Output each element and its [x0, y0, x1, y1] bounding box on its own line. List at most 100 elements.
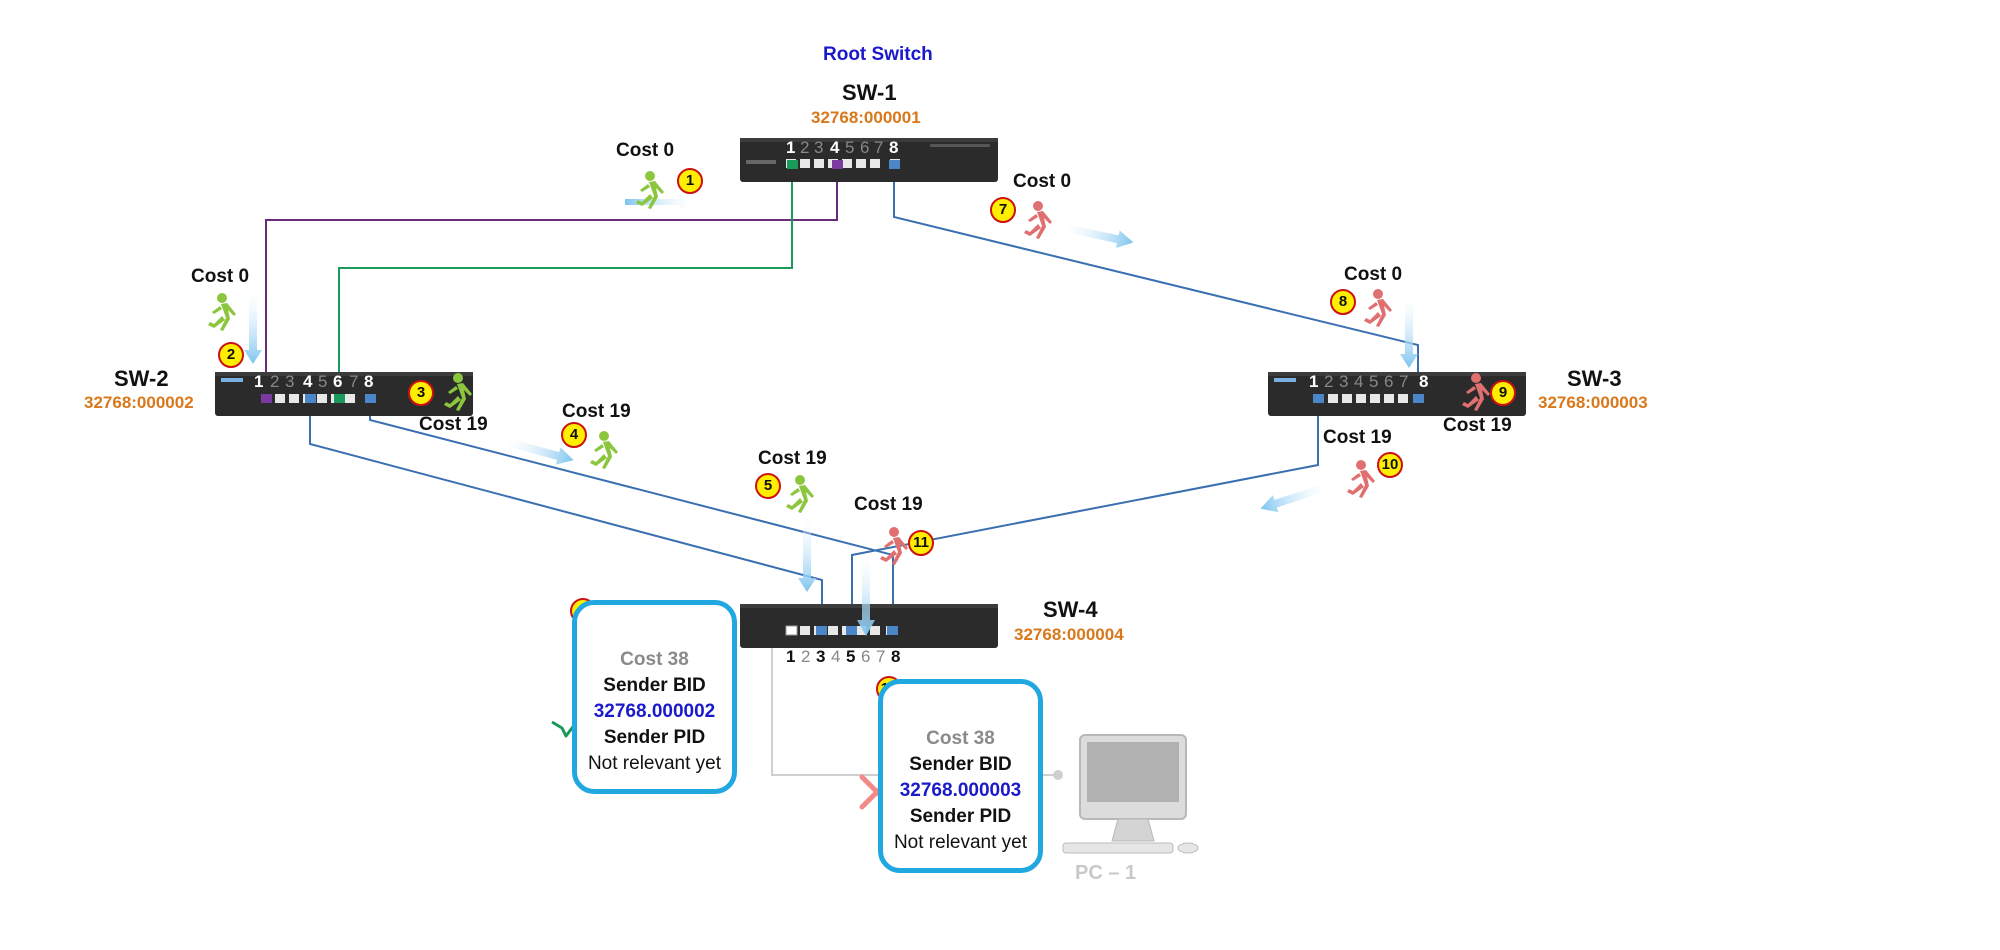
sw3-name: SW-3	[1567, 366, 1622, 391]
sender-pid-label: Sender PID	[603, 727, 706, 748]
sw4-port-3: 3	[816, 647, 826, 666]
box-cost: Cost 38	[926, 728, 995, 749]
step-badge-9: 9	[1490, 380, 1516, 406]
running-person-icon	[786, 475, 814, 513]
sw4-port-8: 8	[891, 647, 901, 666]
sw3-port-3: 3	[1339, 372, 1349, 391]
sw2-port-7: 7	[349, 372, 359, 391]
step-badge-11: 11	[908, 530, 934, 556]
link-sw1-p4-sw2-p1	[265, 165, 838, 397]
cost-label-4: Cost 19	[562, 401, 631, 422]
sw1-port-5: 5	[845, 138, 855, 157]
sw4-port-7: 7	[876, 647, 886, 666]
sw1-port-6: 6	[860, 138, 870, 157]
cost-label-7: Cost 0	[1013, 171, 1072, 192]
sw2-name: SW-2	[114, 366, 169, 391]
sw4-port-4: 4	[831, 647, 841, 666]
cost-label-3: Cost 19	[419, 414, 488, 435]
sw4-port-1: 1	[786, 647, 796, 666]
sw4-port-5: 5	[846, 647, 856, 666]
links	[265, 165, 1419, 780]
arrow-icon	[857, 556, 875, 636]
arrow-icon	[244, 290, 262, 364]
sw3-port-7: 7	[1399, 372, 1409, 391]
root-switch-label: Root Switch	[823, 44, 933, 65]
sw1-port-1: 1	[786, 138, 796, 157]
sw4-port-6: 6	[861, 647, 871, 666]
step-badge-7: 7	[990, 197, 1016, 223]
bpdu-info-box-sw3: Cost 38 Sender BID 32768.000003 Sender P…	[878, 679, 1043, 873]
sender-bid-label: Sender BID	[909, 754, 1012, 775]
bpdu-info-box-sw2: Cost 38 Sender BID 32768.000002 Sender P…	[572, 600, 737, 794]
switch-icon-sw2	[215, 372, 473, 416]
sw1-name: SW-1	[842, 80, 897, 105]
step-badge-5: 5	[755, 473, 781, 499]
sw4-port-2: 2	[801, 647, 811, 666]
sw1-port-7: 7	[874, 138, 884, 157]
sender-bid-value: 32768.000002	[593, 701, 716, 722]
computer-icon	[1062, 734, 1199, 854]
arrow-icon	[1260, 483, 1329, 513]
step-badge-3: 3	[408, 380, 434, 406]
cost-label-9: Cost 19	[1443, 415, 1512, 436]
arrow-icon	[1064, 224, 1134, 249]
sw1-port-8: 8	[889, 138, 899, 157]
sender-pid-label: Sender PID	[909, 806, 1012, 827]
cost-label-5: Cost 19	[758, 448, 827, 469]
step-badge-8: 8	[1330, 289, 1356, 315]
arrow-icon	[625, 194, 693, 210]
cost-label-8: Cost 0	[1344, 264, 1403, 285]
pc-link-end	[1053, 770, 1063, 780]
sw2-port-4: 4	[303, 372, 313, 391]
running-person-icon	[1347, 460, 1375, 498]
sw2-port-6: 6	[333, 372, 343, 391]
running-person-icon	[208, 293, 236, 331]
sw4-name: SW-4	[1043, 597, 1098, 622]
cost-label-11: Cost 19	[854, 494, 923, 515]
sw1-port-3: 3	[814, 138, 824, 157]
sender-bid-label: Sender BID	[603, 675, 706, 696]
sw2-port-3: 3	[285, 372, 295, 391]
step-badge-1: 1	[677, 168, 703, 194]
sw3-port-5: 5	[1369, 372, 1379, 391]
sw3-port-6: 6	[1384, 372, 1394, 391]
sender-bid-value: 32768.000003	[899, 780, 1022, 801]
sw3-bid: 32768:000003	[1538, 393, 1648, 412]
sw2-port-1: 1	[254, 372, 264, 391]
arrow-icon	[504, 438, 574, 465]
sw2-port-2: 2	[270, 372, 280, 391]
sw1-bid: 32768:000001	[811, 108, 921, 127]
pc1-label: PC – 1	[1075, 862, 1137, 884]
sw1-port-4: 4	[830, 138, 840, 157]
arrow-icon	[798, 518, 816, 592]
step-badge-10: 10	[1377, 452, 1403, 478]
arrows	[244, 194, 1418, 636]
sw2-port-5: 5	[318, 372, 328, 391]
switch-icon-sw1	[740, 138, 998, 182]
link-sw3-p1-sw4-p5	[851, 403, 1319, 628]
arrow-icon	[1400, 296, 1418, 368]
step-badge-4: 4	[561, 422, 587, 448]
sw2-port-8: 8	[364, 372, 374, 391]
running-person-icon	[1024, 201, 1052, 239]
sw4-bid: 32768:000004	[1014, 625, 1124, 644]
running-person-icon	[1364, 289, 1392, 327]
sw3-port-4: 4	[1354, 372, 1364, 391]
step-badge-2: 2	[218, 342, 244, 368]
sender-pid-value: Not relevant yet	[587, 753, 722, 774]
sw2-bid: 32768:000002	[84, 393, 194, 412]
sw1-port-2: 2	[800, 138, 810, 157]
cost-label-10: Cost 19	[1323, 427, 1392, 448]
cost-label-2: Cost 0	[191, 266, 250, 287]
box-cost: Cost 38	[620, 649, 689, 670]
link-sw1-p8-sw3-p8	[893, 165, 1419, 397]
link-sw1-p1-sw2-p6	[338, 165, 793, 397]
cost-label-1: Cost 0	[616, 140, 675, 161]
sw3-port-8: 8	[1419, 372, 1429, 391]
sender-pid-value: Not relevant yet	[893, 832, 1028, 853]
link-sw2-p8-sw4-p8	[369, 403, 894, 628]
running-person-icon	[590, 431, 618, 469]
switch-icon-sw3	[1268, 372, 1526, 416]
sw3-port-1: 1	[1309, 372, 1319, 391]
